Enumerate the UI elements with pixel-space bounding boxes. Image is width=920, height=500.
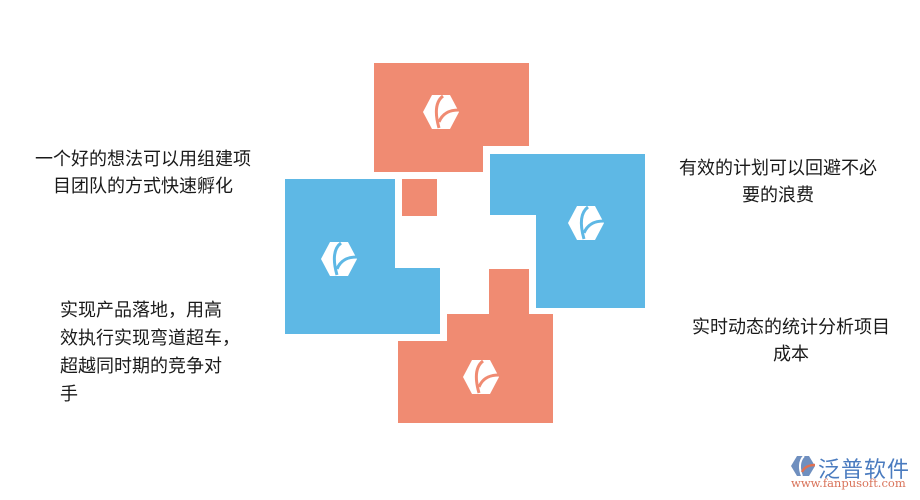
label-line: 目团队的方式快速孵化 <box>53 176 233 197</box>
label-line: 一个好的想法可以用组建项 <box>35 149 251 170</box>
label-bottom-left: 实现产品落地，用高 效执行实现弯道超车， 超越同时期的竞争对 手 <box>60 297 280 409</box>
label-line: 实现产品落地，用高 <box>60 300 222 321</box>
right-block <box>490 154 645 215</box>
label-line: 超越同时期的竞争对 <box>60 356 222 377</box>
small-salmon-square <box>402 179 437 216</box>
watermark-logo: 泛普软件 www.fanpusoft.com <box>788 452 918 492</box>
label-bottom-right: 实时动态的统计分析项目 成本 <box>665 314 917 368</box>
label-line: 实时动态的统计分析项目 <box>692 317 890 338</box>
fanpu-leaf-hexagon-icon <box>568 205 605 240</box>
bottom-block-tab <box>489 269 529 315</box>
label-line: 成本 <box>773 344 809 365</box>
watermark-brand: 泛普软件 <box>818 458 911 483</box>
watermark-url: www.fanpusoft.com <box>791 476 906 490</box>
bottom-block-middle <box>447 314 553 342</box>
fanpu-logo-icon <box>791 455 816 477</box>
left-block-extension <box>285 268 440 334</box>
label-line: 手 <box>60 384 78 405</box>
label-line: 有效的计划可以回避不必 <box>679 158 877 179</box>
fanpu-leaf-hexagon-icon <box>423 94 460 129</box>
fanpu-leaf-hexagon-icon <box>463 359 500 394</box>
label-top-left: 一个好的想法可以用组建项 目团队的方式快速孵化 <box>8 146 278 200</box>
label-line: 要的浪费 <box>742 185 814 206</box>
label-top-right: 有效的计划可以回避不必 要的浪费 <box>652 155 904 209</box>
top-block-extension <box>374 146 483 172</box>
label-line: 效执行实现弯道超车， <box>60 328 240 349</box>
fanpu-leaf-hexagon-icon <box>321 241 358 276</box>
